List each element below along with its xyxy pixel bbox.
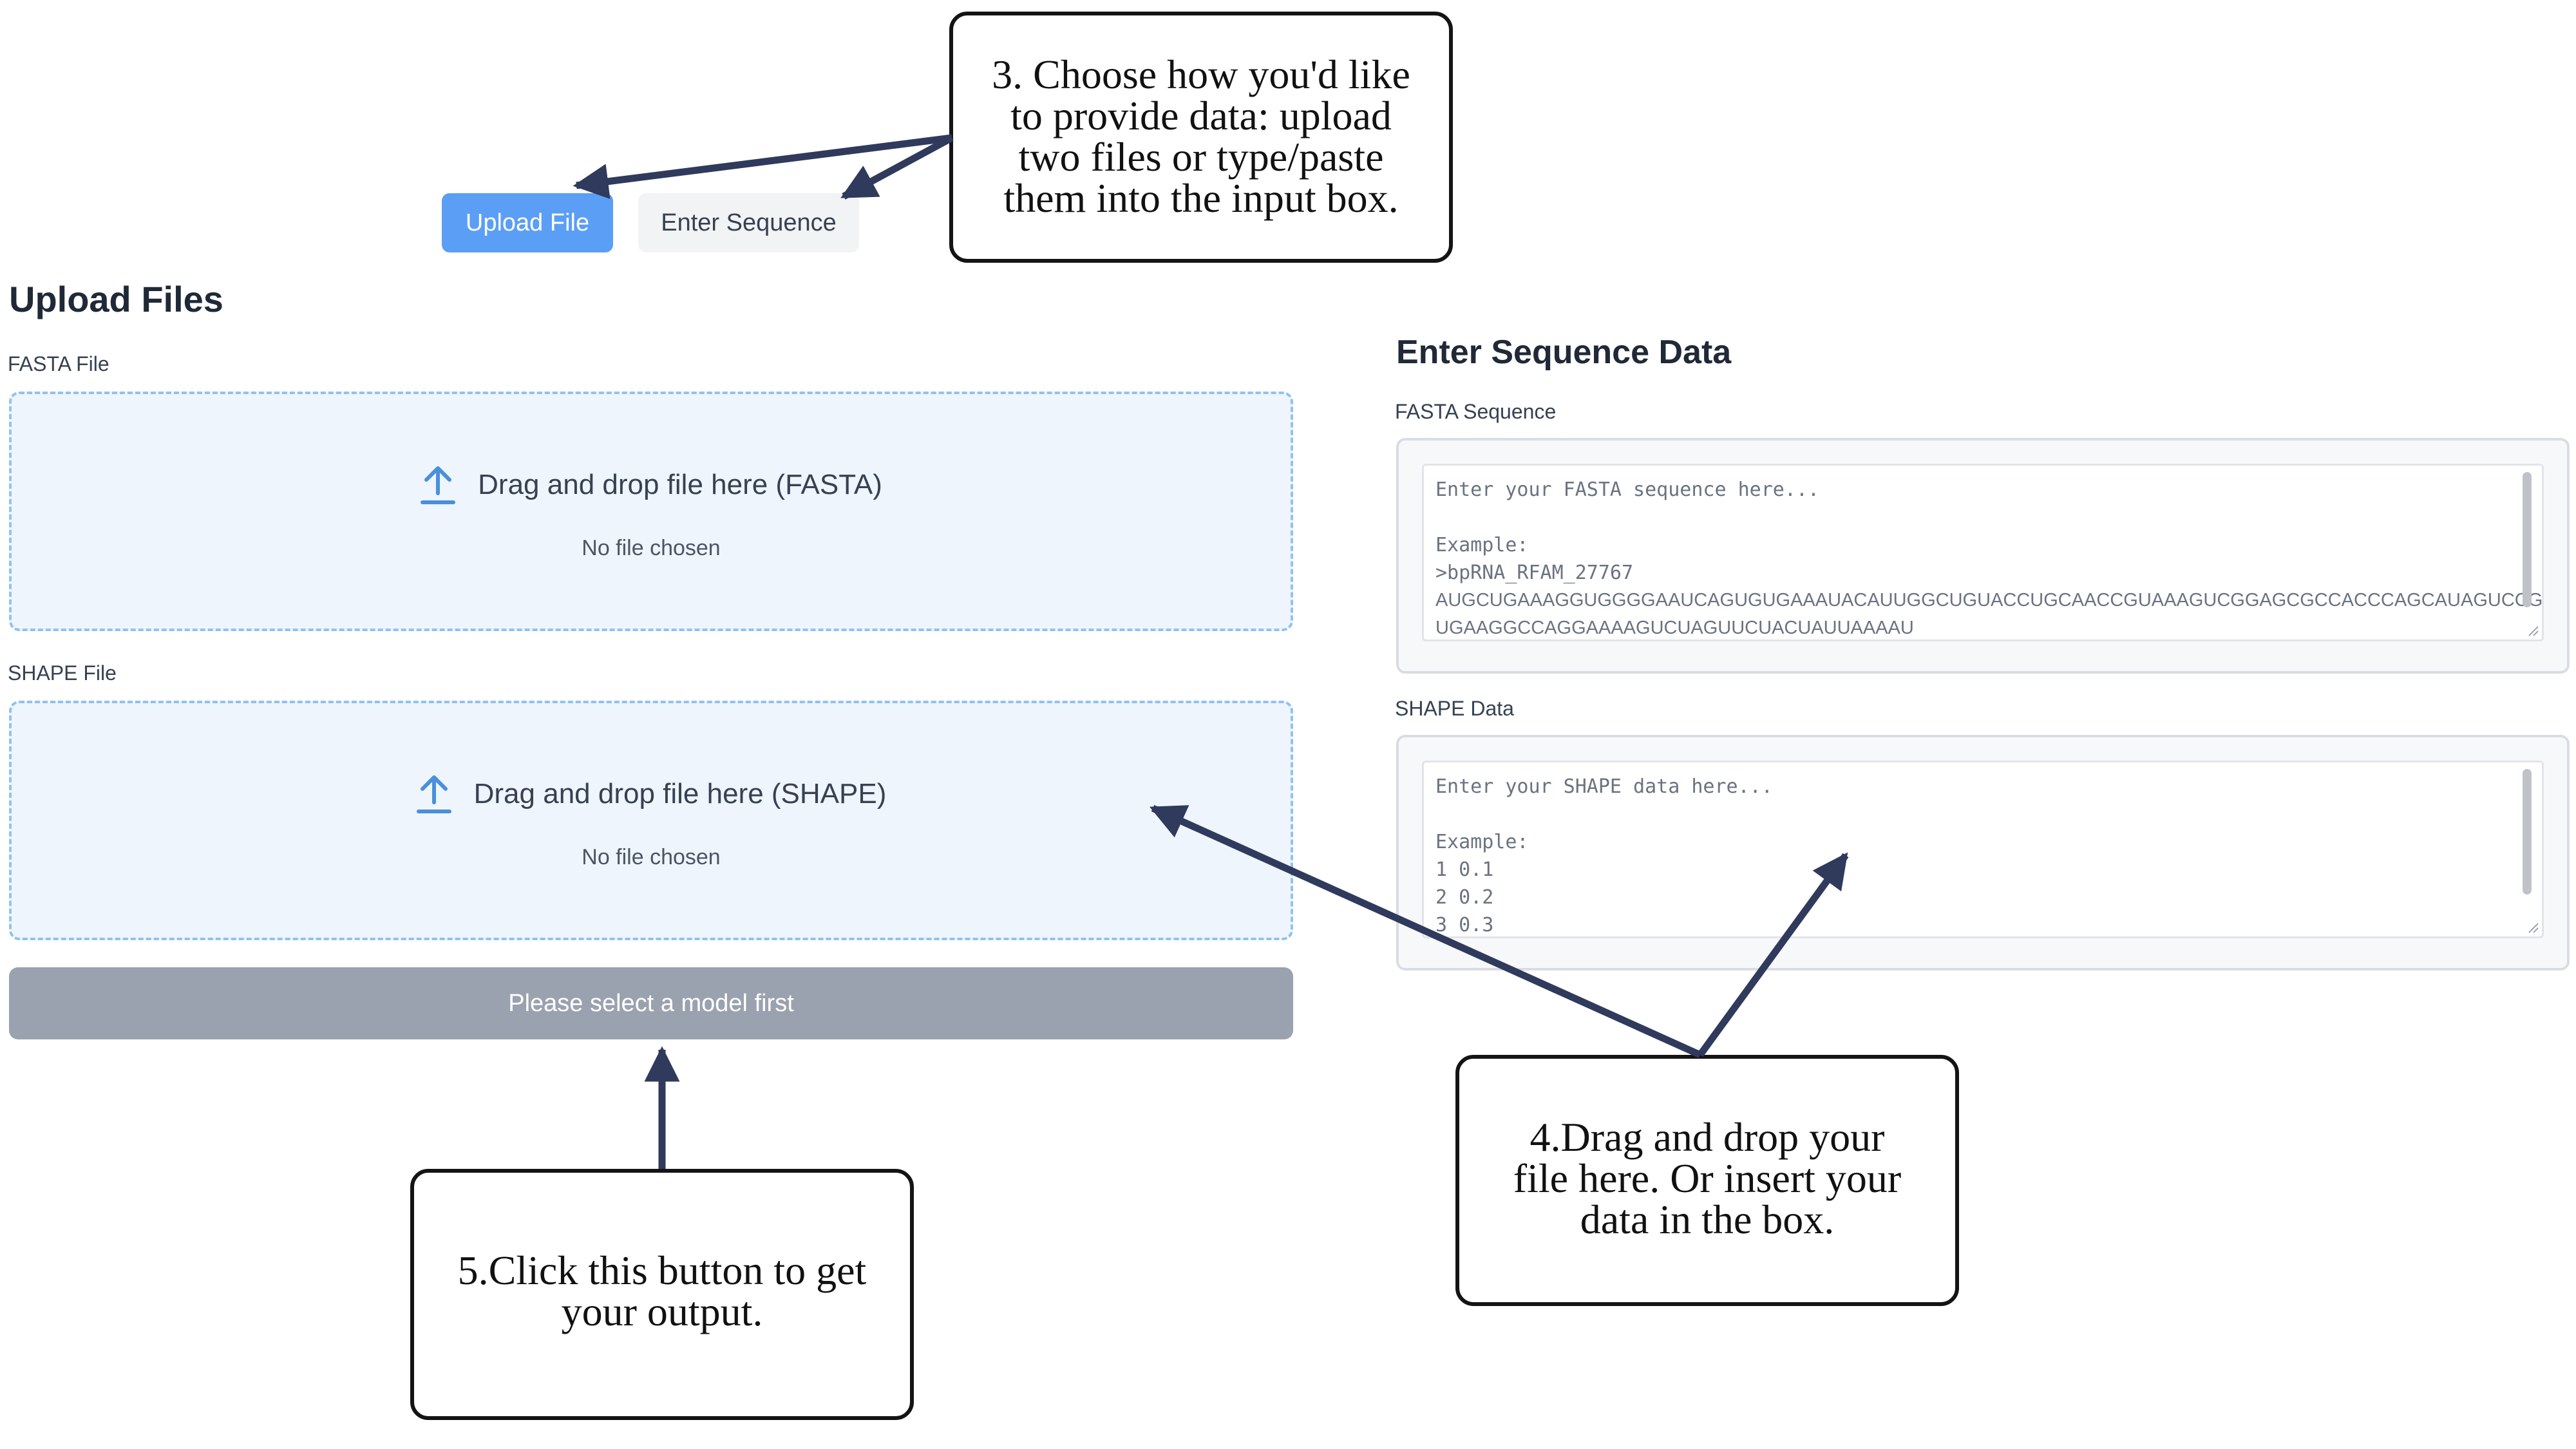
fasta-sequence-label: FASTA Sequence [1395, 400, 1557, 423]
fasta-file-status: No file chosen [582, 536, 721, 560]
arrow-to-upload-tab [573, 134, 952, 200]
fasta-placeholder: Enter your FASTA sequence here... [1435, 478, 1820, 501]
callout-step-5: 5.Click this button to get your output. [410, 1169, 914, 1420]
shape-data-panel: Enter your SHAPE data here... ​ Example:… [1396, 735, 2570, 971]
tab-enter-sequence-label: Enter Sequence [661, 209, 837, 236]
fasta-file-label: FASTA File [8, 352, 109, 375]
fasta-sequence-panel: Enter your FASTA sequence here... ​ Exam… [1396, 438, 2570, 674]
callout-step-4-line: file here. Or insert your [1513, 1155, 1902, 1201]
fasta-dropzone[interactable]: Drag and drop file here (FASTA) No file … [9, 392, 1293, 631]
callout-step-4-line: 4.Drag and drop your [1530, 1114, 1885, 1160]
callout-step-3-line: 3. Choose how you'd like [992, 52, 1410, 97]
fasta-example-label: Example: [1435, 534, 1529, 556]
shape-example-label: Example: [1435, 831, 1529, 853]
callout-step-3-line: them into the input box. [1003, 175, 1399, 221]
shape-data-label: SHAPE Data [1395, 697, 1514, 720]
callout-step-3-line: to provide data: upload [1010, 93, 1392, 138]
shape-example-line: 1 0.1 [1435, 858, 1494, 881]
fasta-sequence-textarea[interactable]: Enter your FASTA sequence here... ​ Exam… [1422, 464, 2544, 641]
arrow-to-shape-textarea [1697, 852, 1849, 1057]
arrow-to-shape-dropzone [1149, 804, 1702, 1059]
fasta-example-line: UGAAGGCCAGGAAAAGUCUAGUUCUACUAUUAAAAU [1435, 618, 1914, 638]
shape-textarea-scrollbar[interactable] [2523, 769, 2532, 895]
shape-file-status: No file chosen [582, 845, 721, 869]
upload-files-title: Upload Files [9, 279, 223, 319]
upload-arrow-icon [421, 466, 456, 504]
shape-dropzone[interactable]: Drag and drop file here (SHAPE) No file … [9, 701, 1293, 940]
shape-drop-text: Drag and drop file here (SHAPE) [473, 778, 887, 810]
shape-example-line: 2 0.2 [1435, 886, 1494, 909]
callout-step-4: 4.Drag and drop your file here. Or inser… [1455, 1055, 1959, 1306]
submit-button-label: Please select a model first [508, 989, 794, 1017]
submit-button[interactable]: Please select a model first [9, 967, 1293, 1039]
upload-arrow-icon [416, 775, 451, 813]
fasta-drop-text: Drag and drop file here (FASTA) [478, 469, 882, 500]
callout-step-3-line: two files or type/paste [1018, 134, 1384, 180]
shape-data-textarea[interactable]: Enter your SHAPE data here... ​ Example:… [1422, 761, 2544, 938]
fasta-textarea-scrollbar[interactable] [2523, 472, 2532, 607]
callout-step-5-line: 5.Click this button to get [457, 1247, 867, 1293]
shape-placeholder: Enter your SHAPE data here... [1435, 775, 1773, 798]
fasta-example-line: AUGCUGAAAGGUGGGGAAUCAGUGUGAAAUACAUUGGCUG… [1435, 590, 2544, 611]
shape-file-label: SHAPE File [8, 661, 117, 685]
tab-upload-file[interactable]: Upload File [442, 193, 613, 252]
arrow-to-enter-tab [840, 135, 954, 200]
enter-sequence-title: Enter Sequence Data [1396, 334, 1732, 371]
shape-example-line: 3 0.3 [1435, 914, 1494, 936]
callout-step-4-line: data in the box. [1580, 1197, 1835, 1242]
fasta-example-header: >bpRNA_RFAM_27767 [1435, 562, 1634, 584]
tab-upload-file-label: Upload File [465, 209, 590, 236]
resize-handle-icon[interactable] [2525, 623, 2539, 637]
tab-enter-sequence[interactable]: Enter Sequence [638, 193, 859, 252]
callout-step-3: 3. Choose how you'd like to provide data… [949, 12, 1453, 263]
callout-step-5-line: your output. [561, 1289, 763, 1334]
resize-handle-icon[interactable] [2525, 920, 2539, 934]
